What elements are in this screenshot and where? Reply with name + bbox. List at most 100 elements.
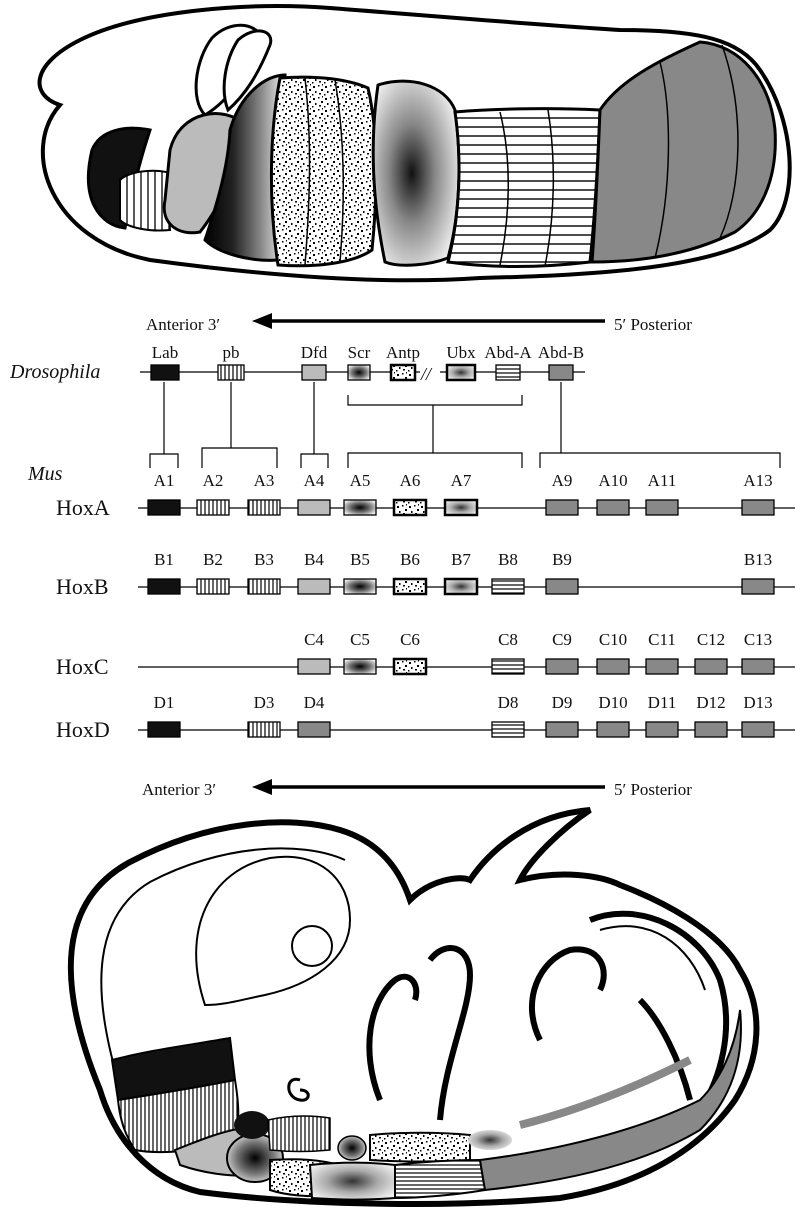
gene-label: A6 <box>400 471 421 490</box>
gene-box <box>742 722 774 737</box>
gene-box <box>218 365 244 380</box>
gene-box <box>597 659 629 674</box>
gene-label: A9 <box>552 471 573 490</box>
bottom-arrow-head <box>252 779 272 795</box>
mouse-hox-a3-domain <box>268 1116 330 1152</box>
cluster-name: HoxC <box>56 654 109 679</box>
gene-d12: D12 <box>695 693 727 737</box>
gene-box <box>197 579 229 594</box>
gene-box <box>492 579 524 594</box>
gene-box <box>492 722 524 737</box>
gene-label: B6 <box>400 550 420 569</box>
gene-label: C11 <box>648 630 676 649</box>
gene-label: D4 <box>304 693 325 712</box>
gene-label: Scr <box>348 343 371 362</box>
gene-box <box>742 659 774 674</box>
gene-pb: pb <box>218 343 244 380</box>
gene-label: A5 <box>350 471 371 490</box>
gene-box <box>447 365 475 380</box>
gene-b13: B13 <box>742 550 774 594</box>
gene-a1: A1 <box>148 471 180 515</box>
gene-c10: C10 <box>597 630 629 674</box>
top-arrow-head <box>252 313 272 329</box>
gene-b7: B7 <box>445 550 477 594</box>
gene-label: C9 <box>552 630 572 649</box>
gene-label: B9 <box>552 550 572 569</box>
mouse-radial-node <box>338 1136 366 1160</box>
gene-label: B2 <box>203 550 223 569</box>
gene-box <box>646 659 678 674</box>
mus-species-label: Mus <box>27 463 63 485</box>
gene-box <box>646 500 678 515</box>
gene-label: Ubx <box>446 343 476 362</box>
gene-d1: D1 <box>148 693 180 737</box>
gene-a3: A3 <box>248 471 280 515</box>
gene-c11: C11 <box>646 630 678 674</box>
gene-c6: C6 <box>394 630 426 674</box>
gene-label: A7 <box>451 471 472 490</box>
gene-box <box>394 579 426 594</box>
gene-a10: A10 <box>597 471 629 515</box>
top-axis-arrow: Anterior 3′ 5′ Posterior <box>146 313 692 334</box>
gene-scr: Scr <box>348 343 371 380</box>
gene-box <box>549 365 573 380</box>
mouse-embryo-illustration <box>71 810 757 1204</box>
top-anterior-label: Anterior 3′ <box>146 315 220 334</box>
gene-label: C10 <box>599 630 627 649</box>
gene-box <box>248 500 280 515</box>
bottom-axis-arrow: Anterior 3′ 5′ Posterior <box>142 779 692 799</box>
gene-d10: D10 <box>597 693 629 737</box>
mouse-abda-domain <box>395 1160 485 1198</box>
gene-box <box>597 500 629 515</box>
top-posterior-label: 5′ Posterior <box>614 315 692 334</box>
gene-label: C6 <box>400 630 420 649</box>
chromosome-break-mark: // <box>420 364 433 384</box>
gene-a4: A4 <box>298 471 330 515</box>
gene-d8: D8 <box>492 693 524 737</box>
gene-a6: A6 <box>394 471 426 515</box>
gene-box <box>394 500 426 515</box>
gene-box <box>391 365 415 380</box>
gene-label: D13 <box>743 693 772 712</box>
gene-label: B8 <box>498 550 518 569</box>
gene-box <box>546 659 578 674</box>
gene-label: D11 <box>648 693 677 712</box>
cluster-hoxd: HoxDD1D3D4D8D9D10D11D12D13 <box>56 693 795 742</box>
gene-c4: C4 <box>298 630 330 674</box>
gene-c9: C9 <box>546 630 578 674</box>
gene-ubx: Ubx <box>446 343 476 380</box>
gene-label: Abd-A <box>484 343 532 362</box>
gene-d4: D4 <box>298 693 330 737</box>
gene-label: C13 <box>744 630 772 649</box>
gene-box <box>742 579 774 594</box>
gene-label: B4 <box>304 550 324 569</box>
fly-abda-domain <box>448 109 600 267</box>
gene-label: D10 <box>598 693 627 712</box>
cluster-name: HoxB <box>56 574 109 599</box>
gene-antp: Antp <box>386 343 420 380</box>
gene-b4: B4 <box>298 550 330 594</box>
gene-label: Antp <box>386 343 420 362</box>
gene-a2: A2 <box>197 471 229 515</box>
gene-label: C12 <box>697 630 725 649</box>
drosophila-embryo-illustration <box>40 6 790 280</box>
gene-label: A4 <box>304 471 325 490</box>
fly-ubx-domain <box>373 81 459 265</box>
gene-c13: C13 <box>742 630 774 674</box>
cluster-name: HoxA <box>56 495 110 520</box>
gene-box <box>546 500 578 515</box>
gene-lab: Lab <box>151 343 179 380</box>
gene-label: D8 <box>498 693 519 712</box>
mouse-ubx-node <box>468 1130 512 1150</box>
gene-label: pb <box>223 343 240 362</box>
drosophila-species-label: Drosophila <box>9 361 100 383</box>
mouse-dark-node <box>234 1111 270 1139</box>
gene-b1: B1 <box>148 550 180 594</box>
gene-box <box>695 659 727 674</box>
gene-box <box>248 722 280 737</box>
gene-c8: C8 <box>492 630 524 674</box>
